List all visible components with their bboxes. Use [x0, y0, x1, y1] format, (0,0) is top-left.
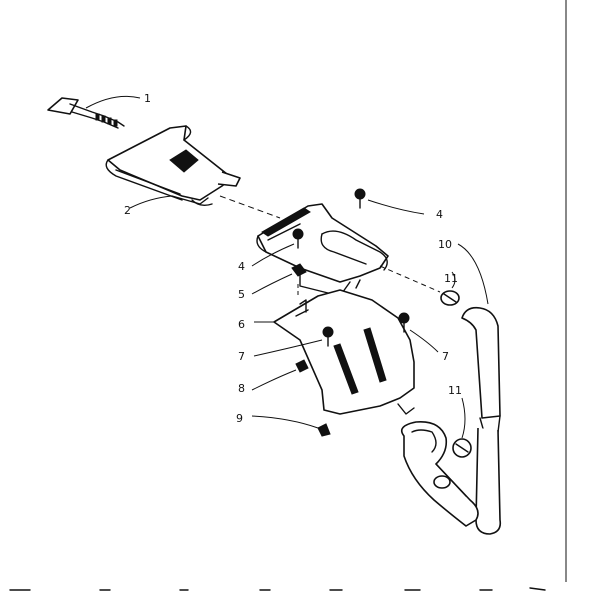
hose-clamp-part-a [440, 290, 460, 306]
mounting-bracket-part [273, 279, 415, 415]
screw-part-b [292, 228, 304, 249]
callout-4-a: 4 [436, 208, 443, 221]
leader-4b [251, 243, 295, 267]
callout-8: 8 [238, 382, 245, 395]
callout-7-a: 7 [238, 350, 245, 363]
leader-11b [461, 397, 466, 439]
callout-5: 5 [238, 288, 245, 301]
assembly-axis-1 [219, 195, 281, 219]
fastener-part [317, 423, 331, 437]
callout-4-b: 4 [238, 260, 245, 273]
leader-11a [451, 271, 456, 289]
callout-7-b: 7 [442, 350, 449, 363]
leader-4a [367, 199, 425, 215]
small-clip-part [295, 359, 309, 373]
leader-10 [457, 243, 489, 305]
screw-part-c [322, 326, 334, 347]
leader-5 [251, 273, 293, 295]
assembly-axis-3 [379, 265, 441, 293]
leader-7a [253, 339, 323, 357]
callout-9: 9 [236, 412, 243, 425]
frame-bottom-dashes [9, 587, 546, 591]
callout-2: 2 [124, 204, 131, 217]
grille-mesh [169, 149, 199, 173]
hose-clamp-part-b [452, 438, 472, 458]
leader-7b [409, 329, 439, 353]
handle-part [47, 97, 125, 129]
housing-part [256, 203, 389, 297]
leader-2 [129, 195, 173, 209]
callout-1: 1 [144, 92, 151, 105]
screw-part-d [398, 312, 410, 333]
callout-6: 6 [238, 318, 245, 331]
leader-8 [251, 369, 297, 391]
clip-part [291, 263, 307, 277]
callout-11-b: 11 [448, 384, 462, 397]
screw-part-a [354, 188, 366, 209]
leader-1 [85, 95, 141, 109]
grille-filter-part [105, 125, 241, 207]
leader-9 [251, 415, 319, 429]
hose-part [400, 306, 502, 535]
callout-10: 10 [438, 238, 452, 251]
callout-11-a: 11 [444, 272, 458, 285]
